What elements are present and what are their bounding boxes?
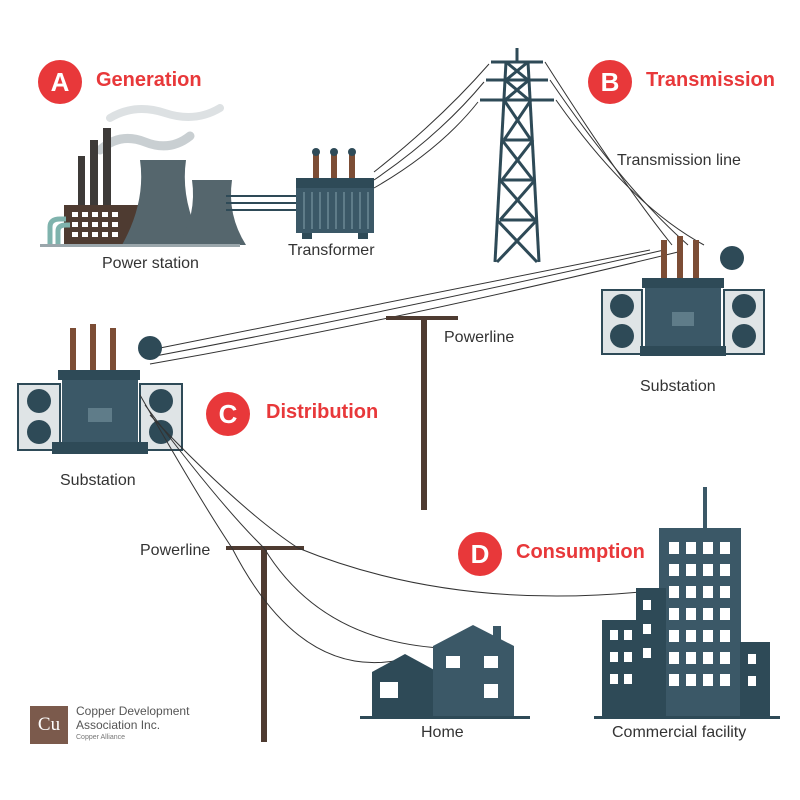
transformer-illustration xyxy=(296,148,374,239)
home-illustration xyxy=(360,625,530,719)
distribution-wires xyxy=(139,394,641,664)
label-commercial-facility: Commercial facility xyxy=(612,724,747,741)
label-powerline-upper: Powerline xyxy=(444,329,515,346)
logo-organization-name: Copper Development Association Inc. xyxy=(76,704,190,732)
copper-alliance-logo: Cu xyxy=(30,706,68,744)
transmission-lines xyxy=(149,61,705,365)
substation-left-illustration xyxy=(17,324,183,454)
stage-badge-d: D xyxy=(458,532,502,576)
powerline-pole-lower xyxy=(226,546,304,742)
stage-title-consumption: Consumption xyxy=(516,541,645,563)
label-substation-left: Substation xyxy=(60,472,136,489)
label-transmission-line: Transmission line xyxy=(617,152,741,169)
stage-badge-a: A xyxy=(38,60,82,104)
transmission-tower-illustration xyxy=(480,48,554,264)
label-powerline-lower: Powerline xyxy=(140,542,211,559)
power-station-illustration xyxy=(40,104,296,247)
stage-title-distribution: Distribution xyxy=(266,401,379,423)
label-home: Home xyxy=(421,724,464,741)
substation-right-illustration xyxy=(601,236,765,356)
stage-badge-b: B xyxy=(588,60,632,104)
stage-badge-c: C xyxy=(206,392,250,436)
stage-title-transmission: Transmission xyxy=(646,69,775,91)
label-power-station: Power station xyxy=(102,255,199,272)
commercial-facility-illustration xyxy=(594,487,780,719)
powerline-pole-upper xyxy=(386,316,458,510)
logo-subtitle: Copper Alliance xyxy=(76,734,126,741)
stage-title-generation: Generation xyxy=(96,69,202,91)
label-transformer: Transformer xyxy=(288,242,375,259)
label-substation-right: Substation xyxy=(640,378,716,395)
